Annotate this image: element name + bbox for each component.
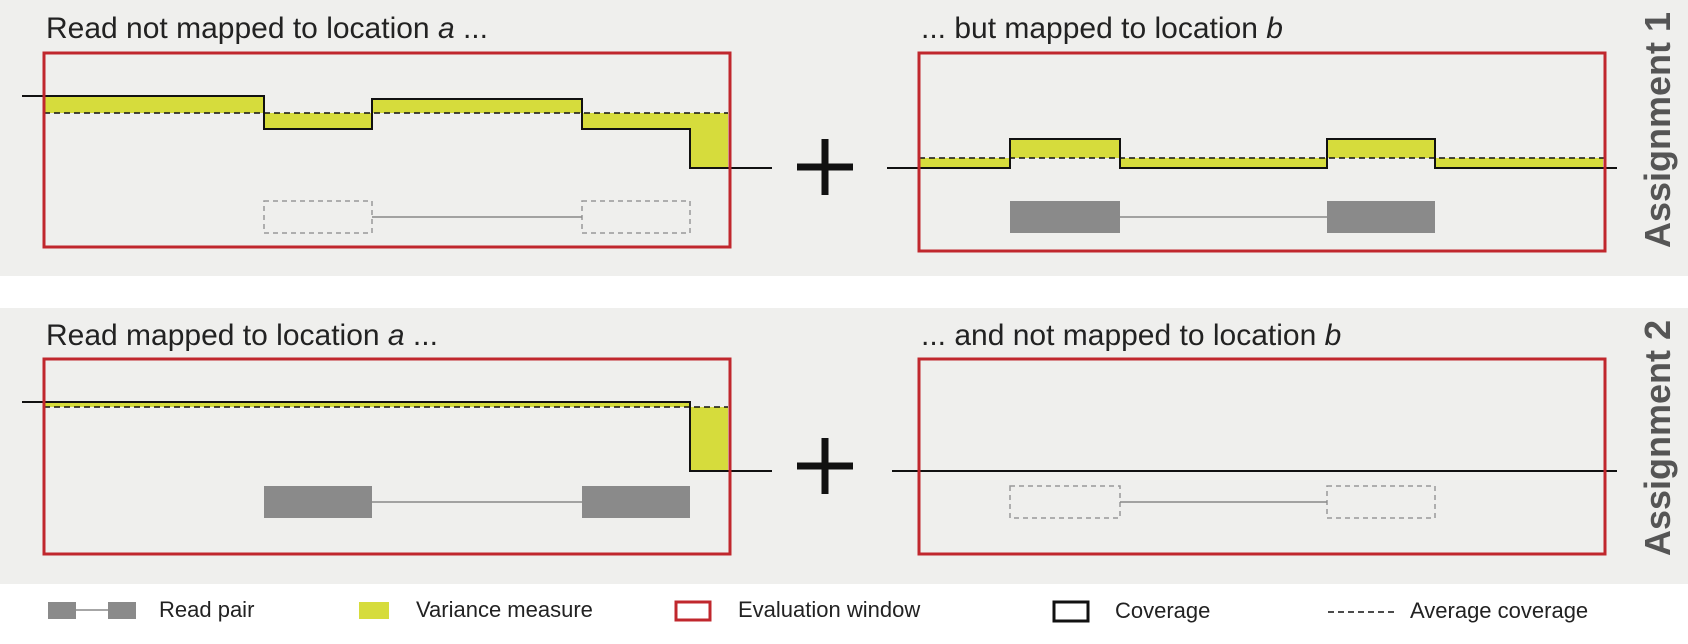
a1-right-variance [919,139,1603,168]
a2-left-title: Read mapped to location a ... [46,319,438,353]
plus-sign-1 [797,139,853,195]
a2-right-read-pair-unmapped [1009,485,1436,519]
a1-left-read-pair-unmapped [263,200,691,234]
a1-right-evaluation-window [917,51,1607,253]
a2-right-title: ... and not mapped to location b [921,319,1341,353]
a2-left-title-ellipsis: ... [404,319,438,352]
legend-average-coverage-label: Average coverage [1410,598,1589,623]
a2-left-coverage-line [22,401,772,472]
legend-variance-label: Variance measure [416,597,593,622]
location-a-label: a [437,12,455,45]
a2-left-read-pair-mapped [264,486,690,518]
a1-right-read-pair-mapped [1010,201,1435,233]
assignment-2-panel [0,308,1688,584]
a1-left-variance [44,96,728,168]
location-a-label: a [387,319,405,352]
assignment-1-label: Assignment 1 [1637,11,1678,248]
a2-right-evaluation-window [917,357,1607,556]
location-b-label: b [1266,12,1283,45]
a1-right-title: ... but mapped to location b [921,12,1283,46]
a2-right-title-text: ... and not mapped to location [921,319,1325,352]
location-b-label: b [1324,319,1342,352]
a1-left-evaluation-window [42,51,732,249]
a1-left-title-ellipsis: ... [454,12,488,45]
a1-left-title-text: Read not mapped to location [46,12,438,45]
legend-window-label: Evaluation window [738,597,921,622]
legend-coverage-label: Coverage [1115,598,1211,623]
legend-read-pair-swatch [48,602,136,619]
a2-left-title-text: Read mapped to location [46,319,388,352]
a1-right-title-text: ... but mapped to location [921,12,1267,45]
a2-left-variance [44,402,728,471]
legend-read-pair-label: Read pair [159,597,255,622]
a1-left-title: Read not mapped to location a ... [46,12,488,46]
a2-left-evaluation-window [42,357,732,556]
assignment-2-label: Assignment 2 [1637,319,1678,556]
legend-coverage-swatch [1052,600,1090,623]
plus-sign-2 [797,438,853,494]
a1-right-coverage-line [887,138,1617,169]
legend-variance-swatch [359,602,389,619]
legend-window-swatch [674,600,712,622]
